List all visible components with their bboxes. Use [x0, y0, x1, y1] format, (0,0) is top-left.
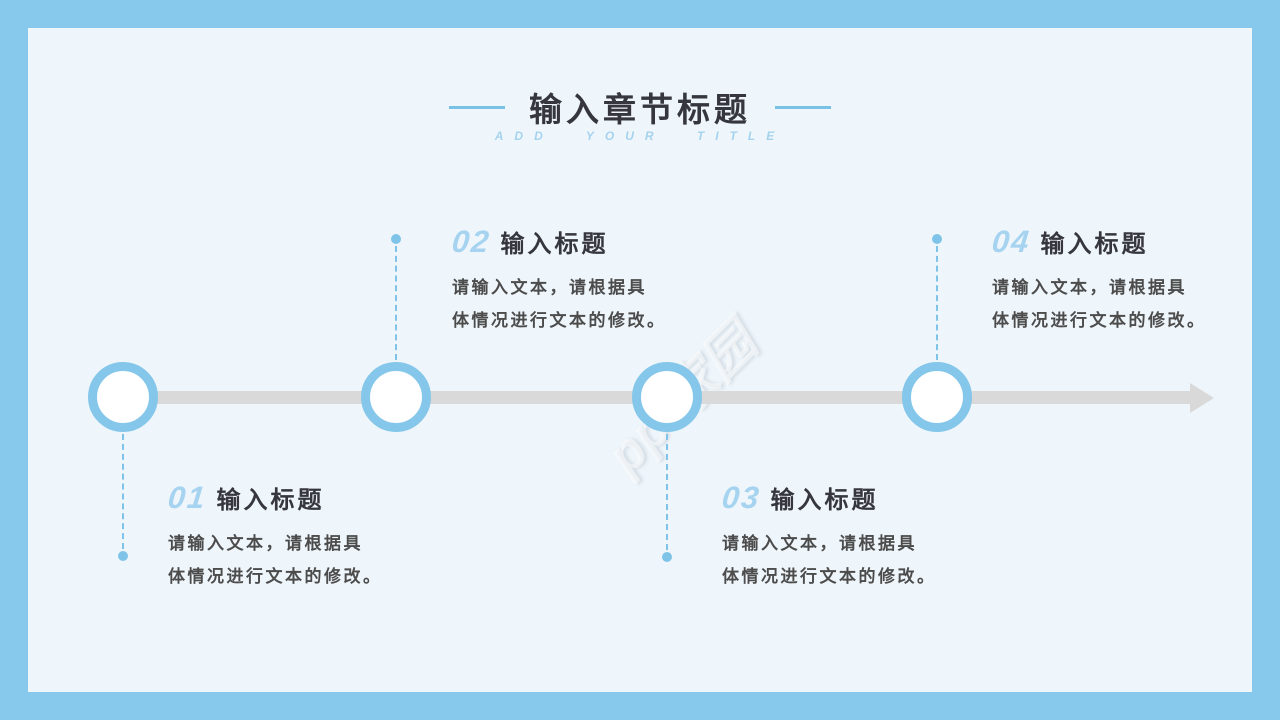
item-4-number: 04 [990, 224, 1033, 259]
item-3-header: 03 输入标题 [720, 480, 1022, 516]
item-1-header: 01 输入标题 [166, 480, 468, 516]
item-4-body-line2: 体情况进行文本的修改。 [992, 311, 1207, 330]
connector-dot-4 [932, 234, 942, 244]
item-2-header: 02 输入标题 [450, 224, 752, 260]
item-2-title: 输入标题 [500, 231, 609, 258]
connector-node-2 [395, 246, 397, 360]
item-4-title: 输入标题 [1040, 231, 1149, 258]
item-2-body-line1: 请输入文本，请根据具 [452, 278, 647, 297]
item-4-body-line1: 请输入文本，请根据具 [992, 278, 1187, 297]
item-2-number: 02 [450, 224, 493, 259]
timeline-node-4 [902, 362, 972, 432]
title-left-dash [449, 105, 505, 109]
item-1-body-line1: 请输入文本，请根据具 [168, 534, 363, 553]
item-3-body-line1: 请输入文本，请根据具 [722, 534, 917, 553]
item-1-body-line2: 体情况进行文本的修改。 [168, 567, 383, 586]
connector-node-1 [122, 434, 124, 549]
slide-header: 输入章节标题 [28, 83, 1252, 131]
connector-dot-2 [391, 234, 401, 244]
item-3-body-line2: 体情况进行文本的修改。 [722, 567, 937, 586]
slide-subtitle: ADD YOUR TITLE [494, 129, 786, 143]
item-4-body: 请输入文本，请根据具 体情况进行文本的修改。 [992, 271, 1280, 337]
timeline-node-3 [632, 362, 702, 432]
item-3-body: 请输入文本，请根据具 体情况进行文本的修改。 [722, 527, 1022, 593]
connector-dot-3 [662, 552, 672, 562]
item-1-title: 输入标题 [216, 487, 325, 514]
item-2-body-line2: 体情况进行文本的修改。 [452, 311, 667, 330]
timeline-item-4: 04 输入标题 请输入文本，请根据具 体情况进行文本的修改。 [990, 224, 1280, 337]
connector-dot-1 [118, 551, 128, 561]
timeline-item-3: 03 输入标题 请输入文本，请根据具 体情况进行文本的修改。 [720, 480, 1022, 593]
connector-node-3 [666, 434, 668, 550]
connector-node-4 [936, 246, 938, 360]
timeline-node-2 [361, 362, 431, 432]
timeline-item-1: 01 输入标题 请输入文本，请根据具 体情况进行文本的修改。 [166, 480, 468, 593]
item-1-number: 01 [166, 480, 209, 515]
item-4-header: 04 输入标题 [990, 224, 1280, 260]
slide-title: 输入章节标题 [529, 91, 751, 128]
timeline-item-2: 02 输入标题 请输入文本，请根据具 体情况进行文本的修改。 [450, 224, 752, 337]
item-2-body: 请输入文本，请根据具 体情况进行文本的修改。 [452, 271, 752, 337]
item-1-body: 请输入文本，请根据具 体情况进行文本的修改。 [168, 527, 468, 593]
title-right-dash [775, 105, 831, 109]
item-3-title: 输入标题 [770, 487, 879, 514]
timeline-node-1 [88, 362, 158, 432]
item-3-number: 03 [720, 480, 763, 515]
slide-canvas: 输入章节标题 ADD YOUR TITLE ppt家园 01 输入标题 [28, 28, 1252, 692]
timeline-arrowhead-icon [1190, 383, 1214, 413]
